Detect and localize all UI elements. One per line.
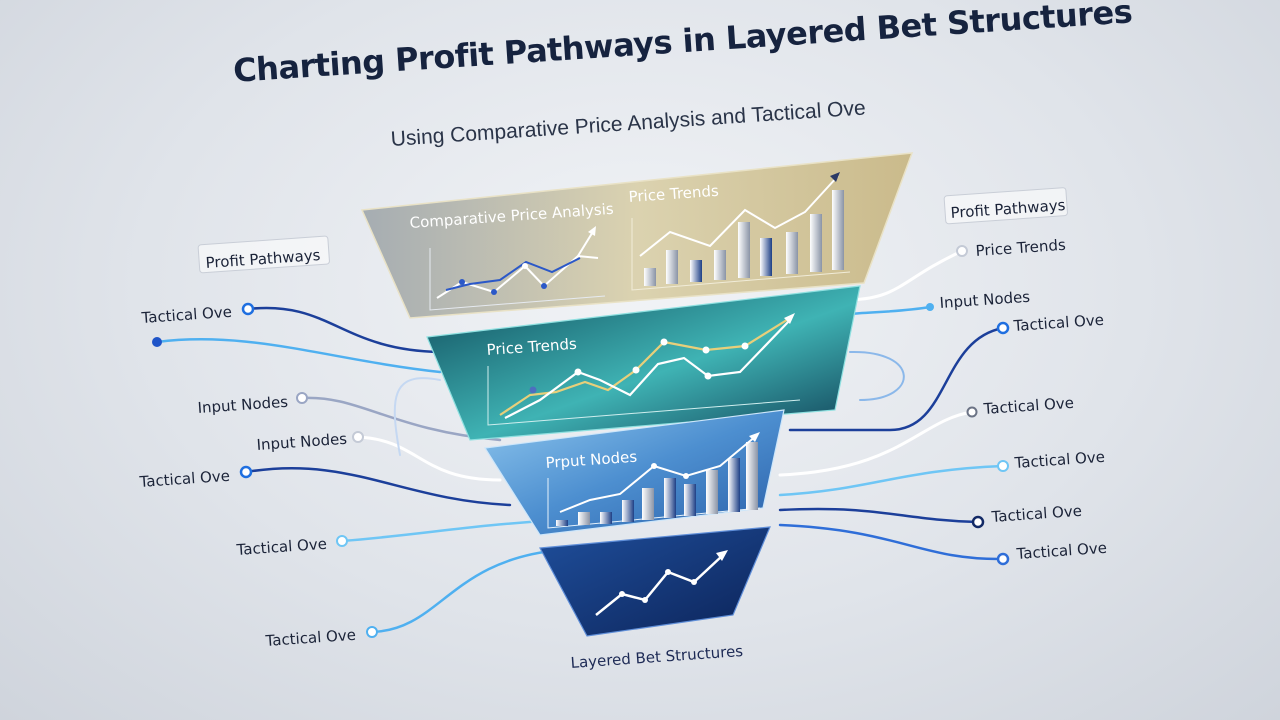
label-left-input-2: Input Nodes xyxy=(256,430,348,454)
bar xyxy=(832,190,844,270)
label-right-tactical-1: Tactical Ove xyxy=(1012,311,1105,335)
label-right-input-nodes: Input Nodes xyxy=(939,288,1031,312)
bar xyxy=(690,260,702,282)
label-left-tactical-3: Tactical Ove xyxy=(235,535,328,559)
bar xyxy=(760,238,772,276)
connector-right-4 xyxy=(778,410,974,477)
left-labels: Profit Pathways Tactical Ove Input Nodes… xyxy=(138,235,378,650)
bar xyxy=(578,512,590,525)
connector-right-2 xyxy=(848,305,932,316)
bar xyxy=(666,250,678,284)
connector-right-8 xyxy=(849,350,905,401)
label-right-price-trends: Price Trends xyxy=(975,236,1066,260)
layer-second-line-chart xyxy=(487,313,801,426)
bar xyxy=(706,470,718,514)
bar xyxy=(810,214,822,272)
bar xyxy=(786,232,798,274)
bar xyxy=(738,222,750,278)
layer-second: Price Trends xyxy=(426,285,861,441)
layer-base-line-chart xyxy=(595,550,728,616)
layer-third-bar-chart xyxy=(547,432,761,529)
connector-right-5 xyxy=(778,464,1005,497)
connector-left-6 xyxy=(340,518,562,543)
layer-top-bar-chart xyxy=(631,172,851,291)
node-right-tactical-1 xyxy=(996,321,1010,335)
bar xyxy=(556,520,568,526)
node-left-dot xyxy=(152,337,162,347)
node-left-input-1 xyxy=(296,392,308,404)
connector-left-1 xyxy=(246,306,442,354)
connector-left-5 xyxy=(244,466,512,507)
connector-right-6 xyxy=(778,507,980,524)
node-right-tactical-4 xyxy=(971,515,985,529)
right-labels: Profit Pathways Price Trends Input Nodes… xyxy=(926,187,1108,566)
layer-top: Comparative Price Analysis Price Trends xyxy=(360,152,914,319)
node-left-tactical-4 xyxy=(366,626,378,638)
bar xyxy=(664,478,676,518)
label-right-profit-pathways: Profit Pathways xyxy=(943,187,1068,225)
layer-top-line-chart xyxy=(429,226,606,311)
node-right-tactical-3 xyxy=(997,460,1009,472)
node-right-input-nodes xyxy=(926,303,934,311)
label-right-tactical-2: Tactical Ove xyxy=(982,394,1075,418)
connector-left-4 xyxy=(356,435,502,482)
label-right-tactical-3: Tactical Ove xyxy=(1013,448,1106,472)
layer-base-label: Layered Bet Structures xyxy=(570,642,744,672)
connector-lines xyxy=(155,249,1005,634)
bar xyxy=(746,442,758,510)
bar xyxy=(714,250,726,280)
connector-left-2 xyxy=(155,337,442,374)
label-left-profit-pathways: Profit Pathways xyxy=(197,235,330,274)
bar xyxy=(642,488,654,520)
label-right-tactical-4: Tactical Ove xyxy=(990,502,1083,526)
connector-left-3 xyxy=(300,396,502,442)
label-left-tactical-1: Tactical Ove xyxy=(140,303,233,327)
connector-left-7 xyxy=(370,548,562,634)
connector-right-7 xyxy=(778,523,1005,561)
node-right-price-trends xyxy=(956,245,968,257)
bar xyxy=(622,500,634,522)
node-left-tactical-3 xyxy=(336,535,348,547)
bar xyxy=(728,458,740,512)
connector-right-3 xyxy=(788,326,1005,432)
node-left-tactical-1 xyxy=(241,302,255,316)
label-left-tactical-2: Tactical Ove xyxy=(138,467,231,491)
layer-third: Prput Nodes xyxy=(483,409,785,536)
bar xyxy=(684,484,696,516)
label-left-input-1: Input Nodes xyxy=(197,393,289,417)
layer-base: Layered Bet Structures xyxy=(539,526,771,672)
node-left-tactical-2 xyxy=(239,465,253,479)
node-right-tactical-2 xyxy=(966,406,978,418)
bar xyxy=(644,268,656,286)
connector-left-8 xyxy=(393,377,441,456)
label-left-tactical-4: Tactical Ove xyxy=(264,626,357,650)
node-right-tactical-5 xyxy=(996,552,1010,566)
node-left-input-2 xyxy=(352,431,364,443)
connector-right-1 xyxy=(848,249,964,302)
label-right-tactical-5: Tactical Ove xyxy=(1015,539,1108,563)
bar xyxy=(600,512,612,524)
